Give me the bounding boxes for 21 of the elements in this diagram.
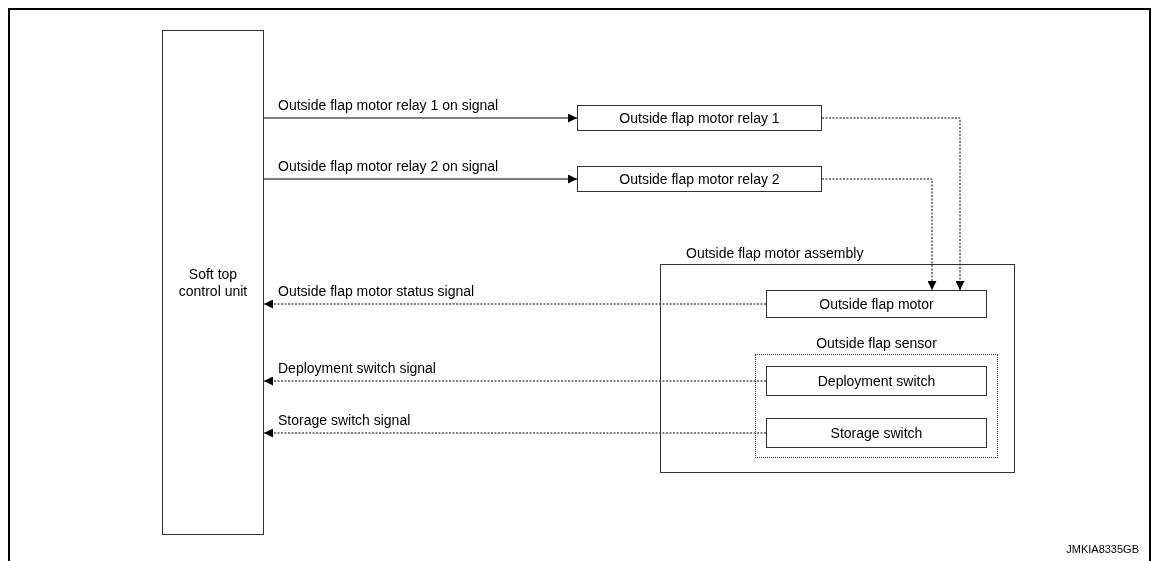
figure-code: JMKIA8335GB <box>1066 543 1139 555</box>
edge-label: Deployment switch signal <box>278 359 436 377</box>
connector-arrow <box>821 117 965 291</box>
connector-arrow <box>263 376 767 386</box>
edge-label: Outside flap motor relay 1 on signal <box>278 96 499 114</box>
block-box: Storage switch <box>766 418 987 448</box>
connector-arrow <box>821 178 937 291</box>
edge-label: Outside flap motor relay 2 on signal <box>278 157 499 175</box>
block-box: Soft top control unit <box>162 30 264 535</box>
block-box: Deployment switch <box>766 366 987 396</box>
edge-label: Outside flap motor status signal <box>278 282 475 300</box>
block-box: Outside flap motor relay 2 <box>577 166 822 192</box>
group-heading: Outside flap motor assembly <box>686 244 864 262</box>
block-box: Outside flap motor relay 1 <box>577 105 822 131</box>
connector-arrow <box>263 428 767 438</box>
connector-arrow <box>263 174 578 184</box>
connector-arrow <box>263 113 578 123</box>
group-heading: Outside flap sensor <box>816 334 937 352</box>
connector-arrow <box>263 299 767 309</box>
block-box: Outside flap motor <box>766 290 987 318</box>
edge-label: Storage switch signal <box>278 411 411 429</box>
